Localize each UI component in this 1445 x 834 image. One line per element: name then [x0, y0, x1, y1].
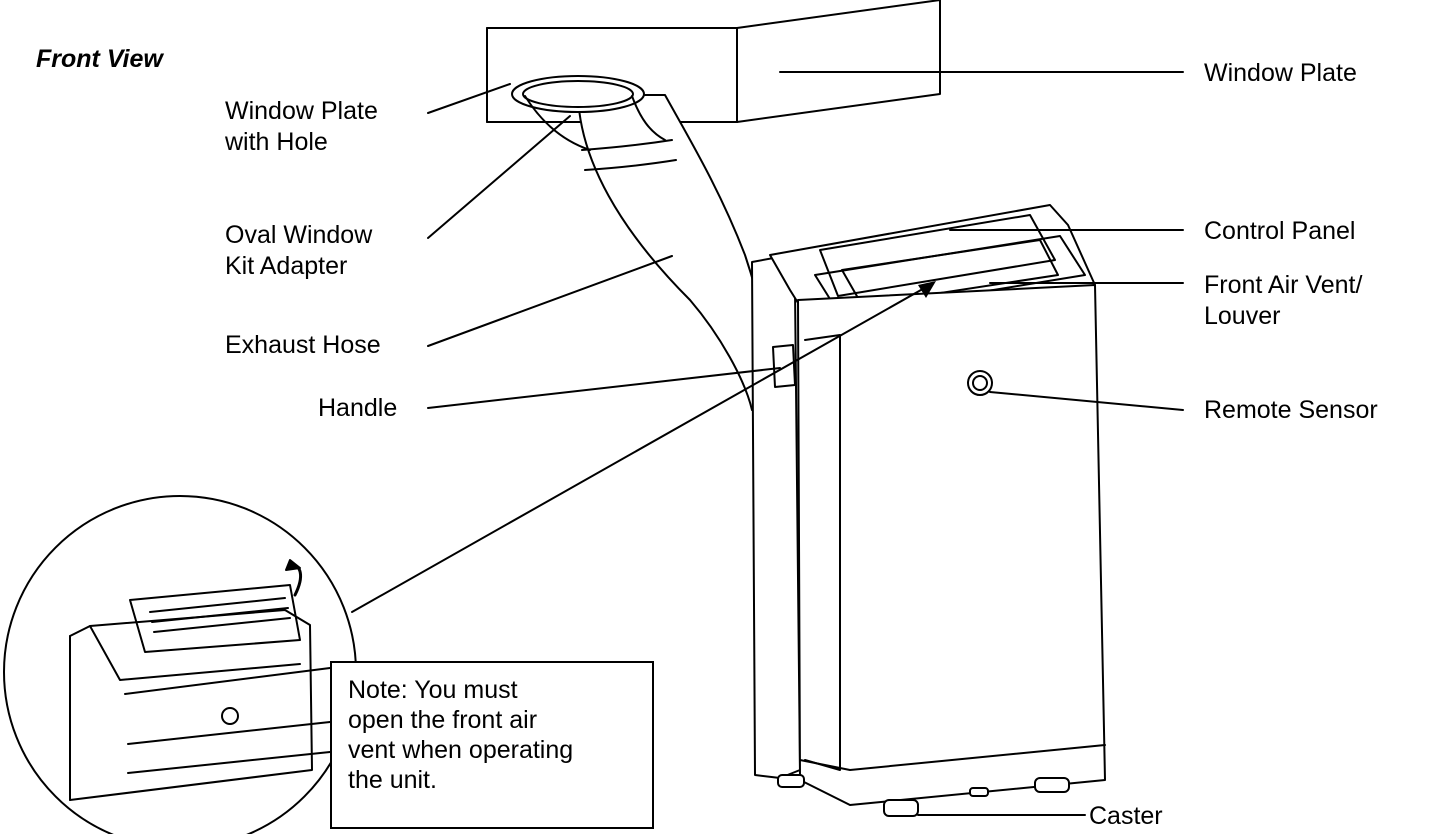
note-box: Note: You must open the front air vent w… [330, 661, 654, 829]
diagram-title: Front View [36, 45, 163, 73]
oval-adapter-shape [511, 75, 666, 151]
inset-detail-shape [3, 495, 357, 834]
ac-unit-shape [751, 204, 1106, 817]
label-window-plate: Window Plate [1204, 59, 1357, 87]
leader-lines [351, 71, 1184, 816]
label-window-plate-with-hole: Window Plate with Hole [225, 97, 378, 156]
window-plate-panels [486, 0, 941, 123]
label-handle: Handle [318, 394, 398, 422]
exhaust-hose-shape [577, 94, 772, 411]
label-exhaust-hose: Exhaust Hose [225, 331, 381, 359]
label-front-air-vent-louver: Front Air Vent/ Louver [1204, 271, 1363, 330]
label-remote-sensor: Remote Sensor [1204, 396, 1378, 424]
label-caster: Caster [1089, 802, 1163, 830]
label-control-panel: Control Panel [1204, 217, 1356, 245]
label-oval-window-kit-adapter: Oval Window Kit Adapter [225, 221, 373, 280]
note-text: Note: You must open the front air vent w… [348, 676, 574, 794]
